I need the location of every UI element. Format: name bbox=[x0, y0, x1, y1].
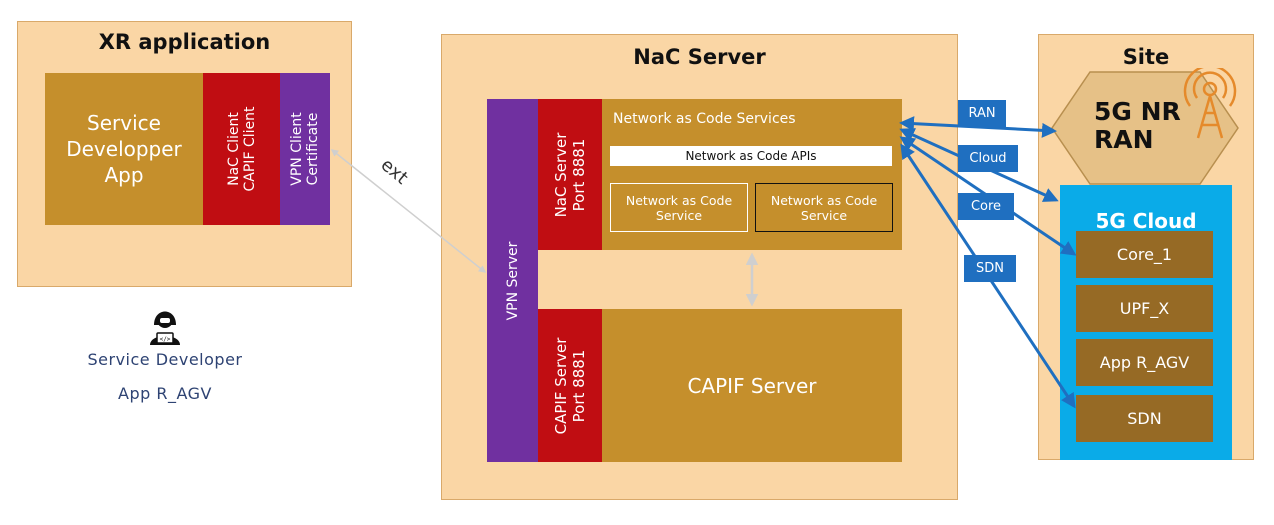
network-as-code-service-1[interactable]: Network as Code Service bbox=[610, 183, 748, 232]
sdn-tag[interactable]: SDN bbox=[964, 255, 1016, 282]
nac-client-box[interactable]: NaC Client CAPIF Client bbox=[203, 73, 280, 225]
nac-server-port-label: NaC Server Port 8881 bbox=[552, 132, 588, 217]
vpn-client-label: VPN Client Certificate bbox=[289, 112, 321, 186]
core-tag[interactable]: Core bbox=[958, 193, 1014, 220]
xr-application-title: XR application bbox=[98, 30, 271, 54]
ran-tag[interactable]: RAN bbox=[958, 100, 1006, 127]
service-developer-app-box[interactable]: Service Developper App bbox=[45, 73, 203, 225]
network-as-code-services-title: Network as Code Services bbox=[613, 111, 796, 127]
cloud-tag[interactable]: Cloud bbox=[958, 145, 1018, 172]
sdn-box[interactable]: SDN bbox=[1076, 395, 1213, 442]
capif-server-port-box[interactable]: CAPIF Server Port 8881 bbox=[538, 309, 602, 462]
ext-label: ext bbox=[376, 154, 412, 189]
network-as-code-service-2[interactable]: Network as Code Service bbox=[755, 183, 893, 232]
5g-cloud-title: 5G Cloud bbox=[1095, 209, 1197, 233]
network-as-code-apis-bar[interactable]: Network as Code APIs bbox=[610, 146, 892, 166]
developer-avatar-icon: </> bbox=[150, 311, 180, 345]
service-developer-app-label: Service Developper App bbox=[66, 111, 182, 187]
antenna-icon bbox=[1183, 68, 1237, 139]
capif-server-port-label: CAPIF Server Port 8881 bbox=[552, 337, 588, 434]
vpn-client-box[interactable]: VPN Client Certificate bbox=[280, 73, 330, 225]
network-as-code-service-1-label: Network as Code Service bbox=[625, 192, 733, 223]
svg-text:</>: </> bbox=[160, 336, 171, 343]
ran-label: 5G NR RAN bbox=[1094, 97, 1181, 154]
vpn-server-box[interactable]: VPN Server bbox=[487, 99, 538, 462]
nac-server-title: NaC Server bbox=[633, 45, 766, 69]
core-1-box[interactable]: Core_1 bbox=[1076, 231, 1213, 278]
capif-server-box[interactable]: CAPIF Server bbox=[602, 309, 902, 462]
network-as-code-services-box[interactable]: Network as Code Services Network as Code… bbox=[602, 99, 902, 250]
app-r-agv-box[interactable]: App R_AGV bbox=[1076, 339, 1213, 386]
nac-server-port-box[interactable]: NaC Server Port 8881 bbox=[538, 99, 602, 250]
capif-server-label: CAPIF Server bbox=[687, 373, 817, 398]
developer-name: Service Developer bbox=[87, 350, 243, 369]
nac-client-label: NaC Client CAPIF Client bbox=[225, 106, 258, 192]
upf-x-box[interactable]: UPF_X bbox=[1076, 285, 1213, 332]
developer-app: App R_AGV bbox=[118, 384, 212, 403]
site-title: Site bbox=[1122, 45, 1170, 69]
network-as-code-service-2-label: Network as Code Service bbox=[770, 192, 878, 223]
vpn-server-label: VPN Server bbox=[504, 241, 521, 320]
